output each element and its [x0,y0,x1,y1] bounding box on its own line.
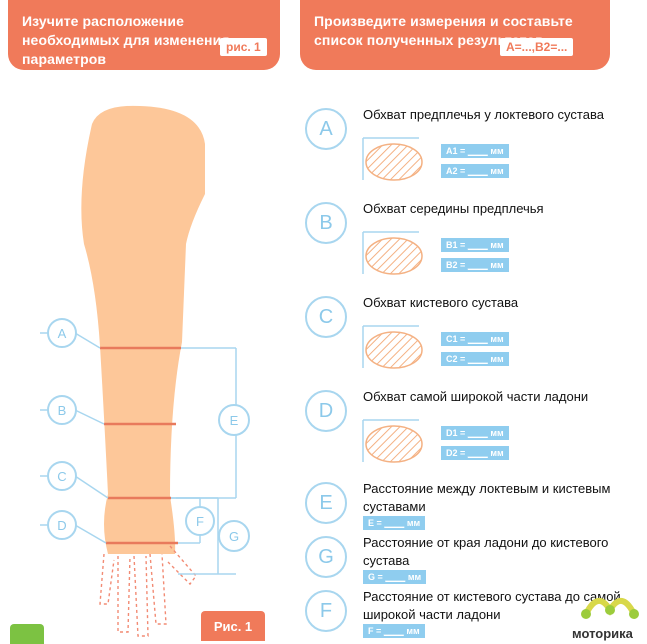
measurement-f-circle: F [305,590,347,632]
measurement-d-field-1[interactable]: D1 = ____ мм [441,426,509,440]
measurement-a-circle: A [305,108,347,150]
label-b: B [58,403,67,418]
measurement-f: F Расстояние от кистевого сустава до сам… [305,589,645,638]
measurement-f-title-line1: Расстояние от кистевого сустава до самой [363,589,621,604]
measurement-g: G Расстояние от края ладони до кистевого… [305,535,645,584]
measurement-d-title: Обхват самой широкой части ладони [363,389,589,404]
measurement-b-field-1[interactable]: B1 = ____ мм [441,238,509,252]
measurement-d-ellipse [359,416,429,466]
measurement-f-field[interactable]: F = ____ мм [363,624,425,638]
arm-diagram: A B C D E F G [40,105,250,637]
measurement-d-field-2[interactable]: D2 = ____ мм [441,446,509,460]
corner-icon [10,624,44,644]
measurement-e-field[interactable]: E = ____ мм [363,516,426,530]
measurement-b-ellipse [359,228,429,278]
measurement-a-ellipse [359,134,429,184]
measurement-d: D Обхват самой широкой части ладони D1 =… [305,389,645,470]
right-header-title: Произведите измерения и составьте список… [314,13,573,48]
measurement-a-field-2[interactable]: A2 = ____ мм [441,164,509,178]
measurement-e-title-line1: Расстояние между локтевым и кистевым [363,481,611,496]
label-d: D [57,518,66,533]
arm-shape [81,105,205,555]
measurement-b-title: Обхват середины предплечья [363,201,544,216]
measurement-e-title-line2: суставами [363,499,426,514]
measurement-f-title-line2: широкой части ладони [363,607,501,622]
left-header-tag: рис. 1 [220,38,267,56]
label-f: F [196,514,204,529]
measurement-c-circle: C [305,296,347,338]
label-e: E [230,413,239,428]
right-header-tag: A=...,B2=... [500,38,574,56]
measurement-c-field-1[interactable]: C1 = ____ мм [441,332,509,346]
measurement-c-ellipse [359,322,429,372]
measurement-g-circle: G [305,536,347,578]
label-g: G [229,529,239,544]
measurement-d-circle: D [305,390,347,432]
measurement-g-title-line2: сустава [363,553,410,568]
left-header: Изучите расположение необходимых для изм… [8,0,280,70]
figure-tag: Рис. 1 [201,611,265,641]
measurement-c-field-2[interactable]: C2 = ____ мм [441,352,509,366]
measurement-g-field[interactable]: G = ____ мм [363,570,427,584]
measurement-a-field-1[interactable]: A1 = ____ мм [441,144,509,158]
left-header-title: Изучите расположение необходимых для изм… [22,13,230,67]
label-c: C [57,469,66,484]
label-a: A [58,326,67,341]
measurement-g-title-line1: Расстояние от края ладони до кистевого [363,535,609,550]
measurement-b: B Обхват середины предплечья B1 = ____ м… [305,201,645,282]
measurement-b-circle: B [305,202,347,244]
fingers-outline [99,545,197,637]
measurement-e: E Расстояние между локтевым и кистевым с… [305,481,645,530]
right-header: Произведите измерения и составьте список… [300,0,610,70]
measurement-a-title: Обхват предплечья у локтевого сустава [363,107,604,122]
measurement-b-field-2[interactable]: B2 = ____ мм [441,258,509,272]
brand-logo-icon [581,598,639,619]
measurement-c: C Обхват кистевого сустава C1 = ____ мм … [305,295,645,376]
brand-name: моторика [572,626,633,641]
measurement-c-title: Обхват кистевого сустава [363,295,519,310]
measurement-e-circle: E [305,482,347,524]
measurement-a: A Обхват предплечья у локтевого сустава … [305,107,645,188]
